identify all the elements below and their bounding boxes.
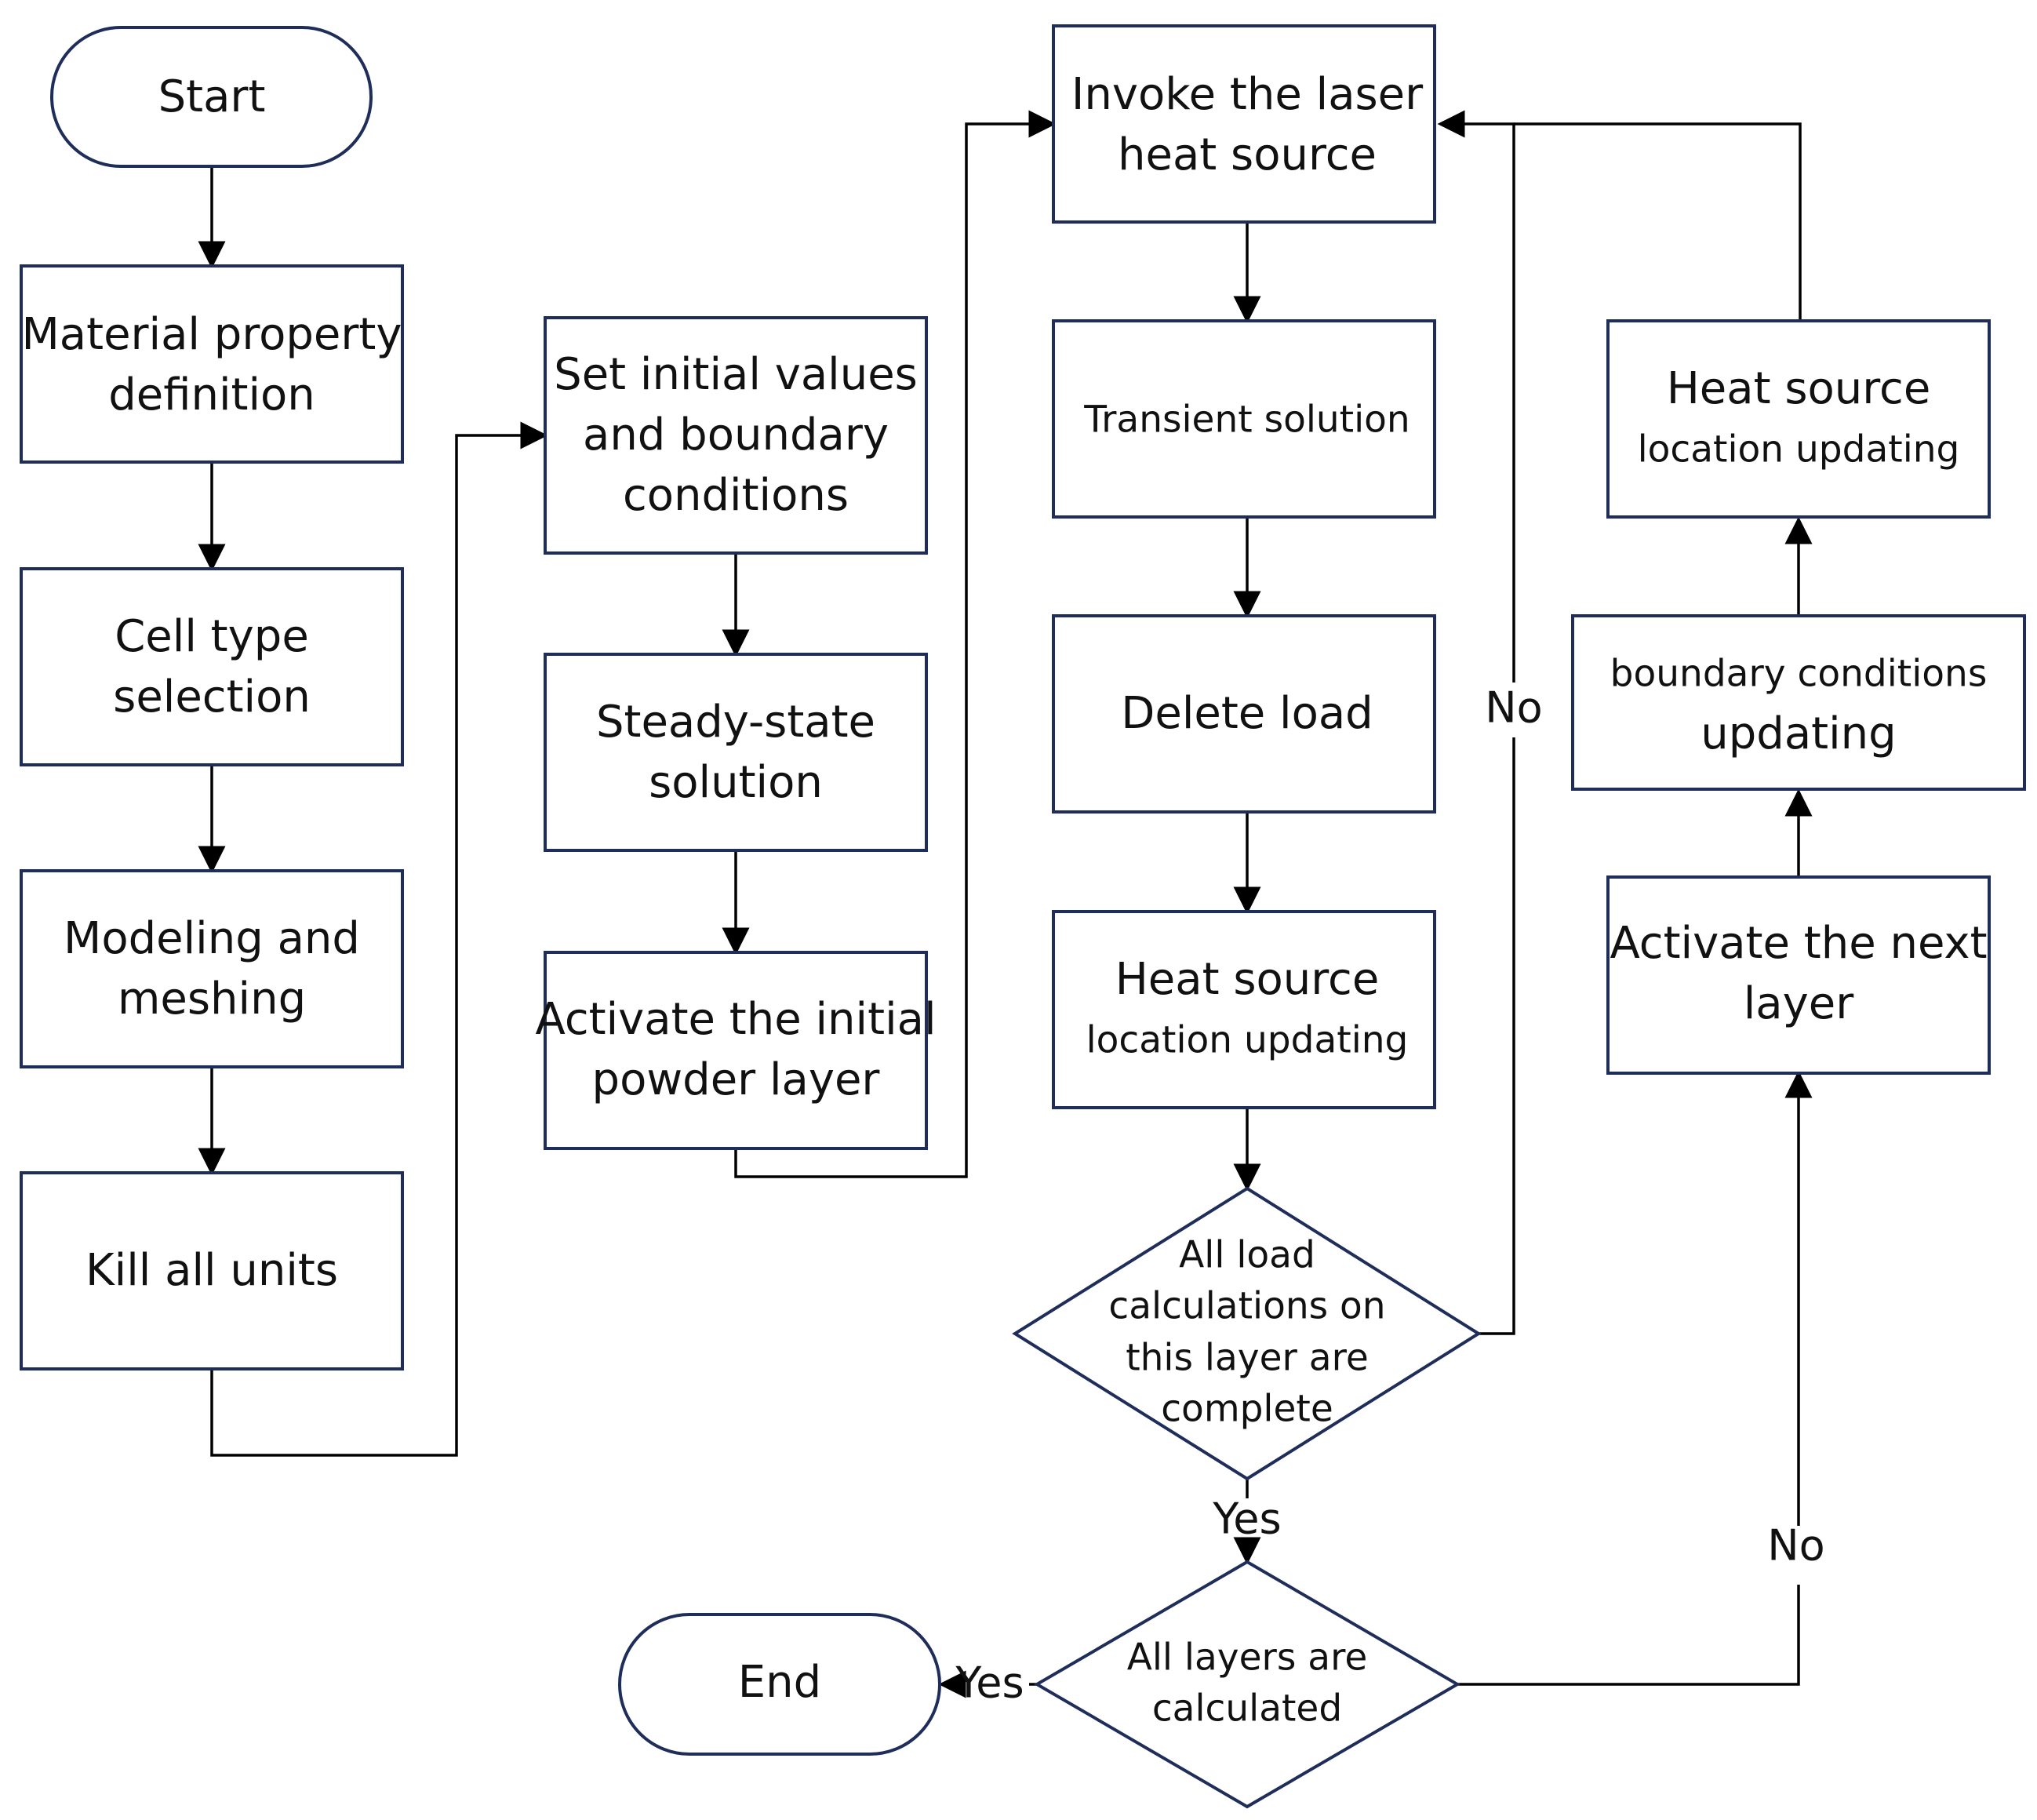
boundary-update-label-line1: boundary conditions <box>1610 653 1988 696</box>
heat-update-right-label-line1: Heat source <box>1667 363 1931 414</box>
steady-label-line1: Steady-state <box>596 697 875 748</box>
decision-load-node: All load calculations on this layer are … <box>1012 1186 1482 1481</box>
set-initial-label-line3: conditions <box>623 470 849 521</box>
heat-update-mid-node: Heat source location updating <box>1052 910 1436 1109</box>
cell-type-label-line2: selection <box>113 672 311 723</box>
set-initial-label-line2: and boundary <box>583 410 889 460</box>
invoke-node: Invoke the laser heat source <box>1052 24 1436 224</box>
invoke-label-line2: heat source <box>1118 129 1377 180</box>
activate-next-label-line2: layer <box>1744 978 1854 1029</box>
start-node: Start <box>50 26 373 168</box>
decision-load-label-line3: this layer are <box>1126 1337 1369 1380</box>
heat-update-mid-label-line2: location updating <box>1086 1019 1409 1062</box>
modeling-label-line2: meshing <box>118 974 306 1025</box>
edge-label-layers-no: No <box>1767 1521 1824 1571</box>
edge-kill-setinitial <box>210 421 548 1457</box>
steady-node: Steady-state solution <box>544 653 928 852</box>
edge-heatright-invoke <box>1514 122 1802 321</box>
activate-next-label-line1: Activate the next <box>1610 918 1987 969</box>
kill-node: Kill all units <box>20 1171 404 1370</box>
activate-next-node: Activate the next layer <box>1606 875 1991 1075</box>
edge-label-load-no: No <box>1485 683 1542 733</box>
decision-layers-node: All layers are calculated <box>1034 1560 1460 1809</box>
boundary-update-node: boundary conditions updating <box>1571 614 2026 791</box>
end-label: End <box>738 1657 821 1708</box>
delete-load-label: Delete load <box>1121 688 1373 739</box>
decision-load-label-line1: All load <box>1179 1234 1315 1277</box>
transient-node: Transient solution <box>1052 319 1436 519</box>
set-initial-label-line1: Set initial values <box>554 349 918 400</box>
delete-load-node: Delete load <box>1052 614 1436 814</box>
cell-type-label-line1: Cell type <box>115 611 309 662</box>
start-label: Start <box>158 71 266 122</box>
transient-label: Transient solution <box>1083 399 1410 442</box>
decision-layers-label-line2: calculated <box>1152 1687 1342 1731</box>
set-initial-node: Set initial values and boundary conditio… <box>544 316 928 555</box>
heat-update-mid-label-line1: Heat source <box>1115 954 1380 1005</box>
heat-update-right-label-line2: location updating <box>1638 428 1960 471</box>
kill-label: Kill all units <box>85 1245 338 1296</box>
edge-label-load-yes: Yes <box>1212 1494 1281 1544</box>
edge-labels: No Yes Yes No <box>955 682 1825 1708</box>
modeling-node: Modeling and meshing <box>20 869 404 1068</box>
cell-type-node: Cell type selection <box>20 567 404 766</box>
activate-initial-label-line2: powder layer <box>592 1054 881 1105</box>
heat-update-right-node: Heat source location updating <box>1606 319 1991 519</box>
steady-label-line2: solution <box>649 757 823 808</box>
modeling-label-line1: Modeling and <box>64 913 360 964</box>
material-node: Material property definition <box>20 264 404 464</box>
decision-load-label-line4: complete <box>1161 1388 1333 1431</box>
edges <box>198 110 1813 1698</box>
material-label-line1: Material property <box>21 309 402 360</box>
edge-activate-invoke <box>734 110 1057 1178</box>
invoke-label-line1: Invoke the laser <box>1071 69 1424 120</box>
edge-label-layers-yes: Yes <box>955 1658 1024 1708</box>
decision-load-label-line2: calculations on <box>1108 1285 1385 1328</box>
decision-layers-label-line1: All layers are <box>1127 1636 1368 1680</box>
activate-initial-label-line1: Activate the initial <box>536 994 937 1045</box>
activate-initial-node: Activate the initial powder layer <box>536 951 937 1150</box>
end-node: End <box>618 1613 941 1756</box>
edge-layers-no-next <box>1457 1585 1800 1686</box>
boundary-update-label-line2: updating <box>1701 708 1896 759</box>
material-label-line2: definition <box>108 369 315 420</box>
